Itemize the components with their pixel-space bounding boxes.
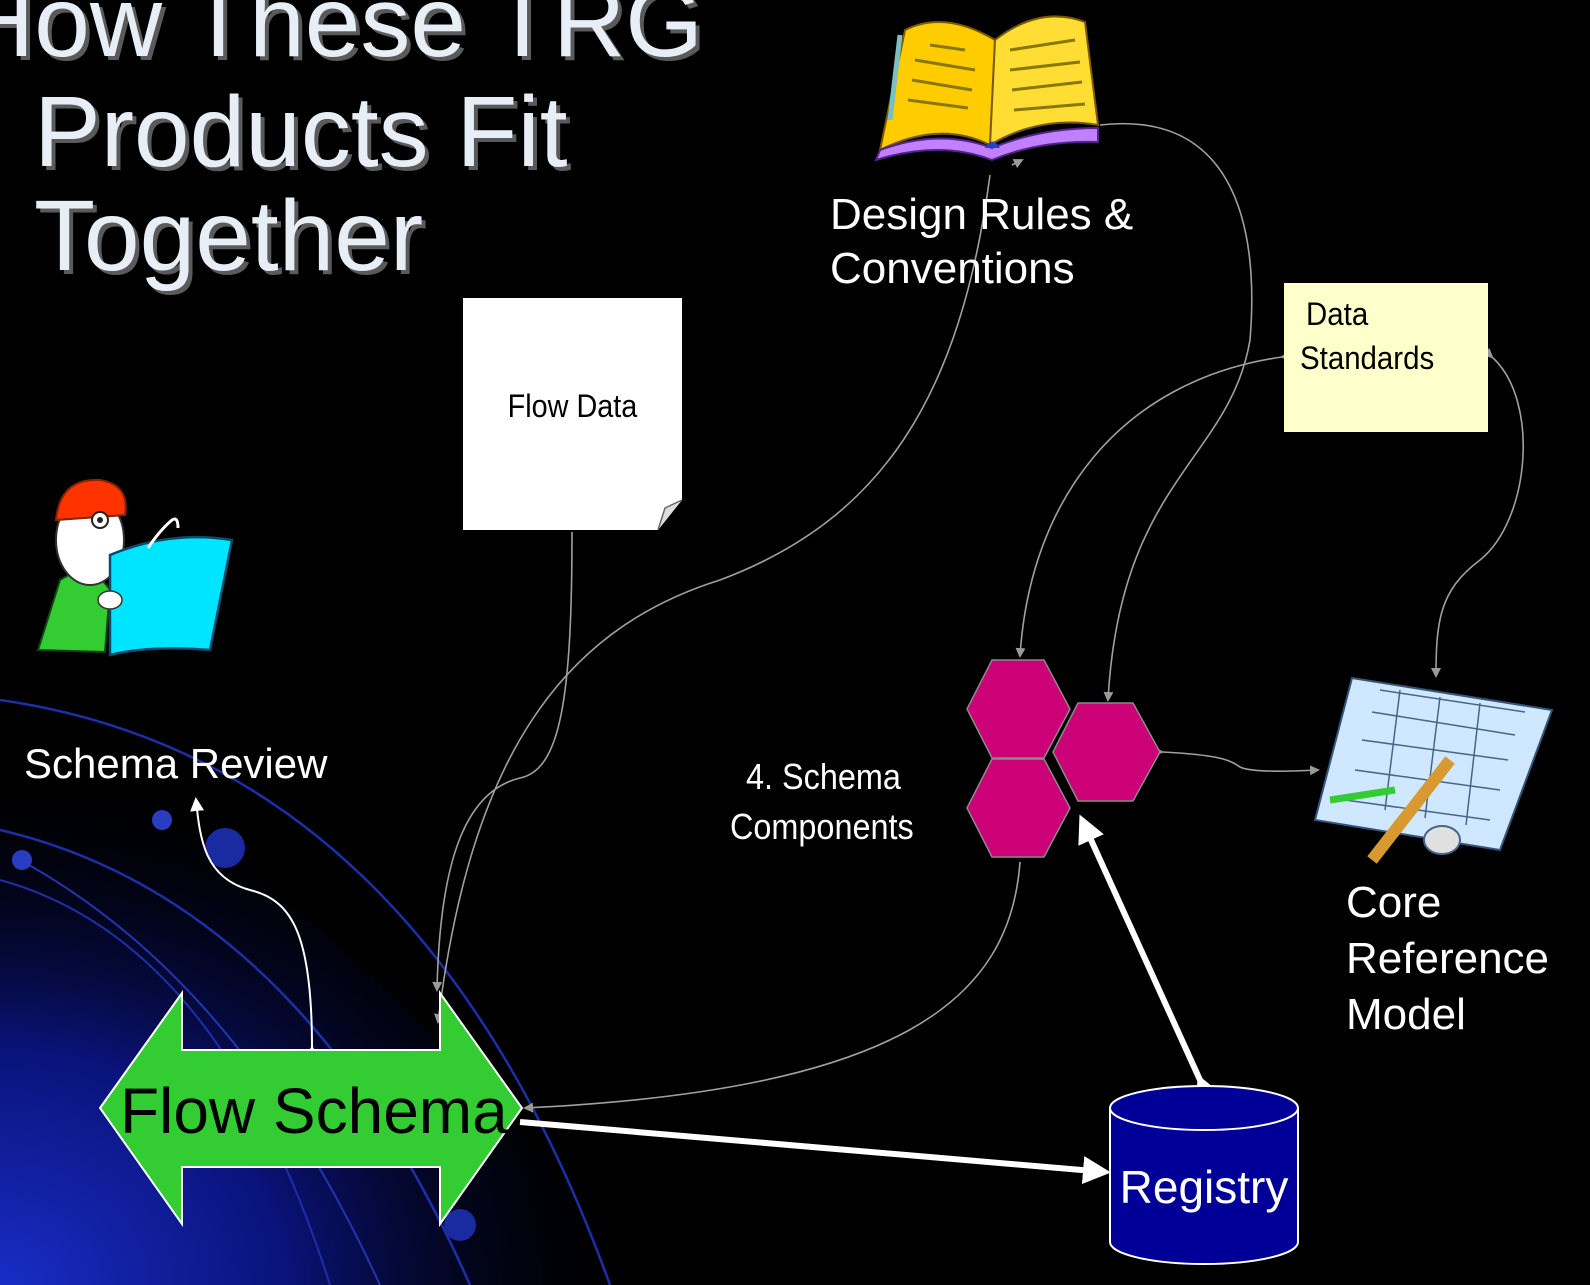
design-rules-label-line-2: Conventions (830, 244, 1075, 293)
core-reference-model-label-line-2: Reference (1346, 934, 1550, 983)
connector-rules-arrowhead (1011, 159, 1024, 169)
registry-label: Registry (1119, 1161, 1289, 1213)
flow-data-label: Flow Data (507, 388, 638, 424)
slide-title-line-2: Products Fit (34, 76, 568, 188)
connector-flowdata-to-flowschema (432, 531, 573, 992)
connector-review-to-flowschema (190, 797, 320, 1060)
data-standards-note[interactable] (1284, 283, 1488, 432)
flow-schema-label: Flow Schema (120, 1075, 508, 1147)
data-standards-label-line-1: Data (1306, 296, 1369, 332)
schema-components-label-line-2: Components (730, 806, 914, 847)
connector-registry-to-components (1078, 814, 1222, 1106)
registry-cylinder[interactable] (1109, 1085, 1299, 1265)
design-rules-label-line-1: Design Rules & (830, 190, 1134, 239)
connector-components-to-flowschema (523, 861, 1021, 1113)
core-reference-model-label-line-3: Model (1346, 990, 1466, 1039)
flow-data-page-curl (657, 499, 683, 531)
core-reference-model-label-line-1: Core (1346, 878, 1442, 927)
open-book-icon (874, 15, 1100, 162)
flow-data-document[interactable] (463, 298, 682, 530)
data-standards-label-line-2: Standards (1300, 340, 1435, 376)
blueprint-drawing-icon (1313, 676, 1554, 864)
connector-standards-to-core (1431, 347, 1525, 678)
white-connectors (190, 797, 1222, 1185)
connector-rules-to-flowschema (434, 174, 991, 1024)
connector-standards-to-components (1015, 350, 1291, 658)
slide-title-line-1: How These TRG (0, 0, 704, 78)
connector-flowschema-to-registry (519, 1119, 1111, 1185)
connector-components-to-core (1153, 746, 1320, 776)
schema-components-hexagons[interactable] (966, 659, 1161, 858)
connectors (432, 122, 1525, 1113)
schema-review-label: Schema Review (24, 740, 328, 787)
slide-title-line-3: Together (34, 180, 424, 292)
reviewer-with-blueprint-icon (36, 478, 234, 657)
schema-components-label-line-1: 4. Schema (746, 756, 901, 797)
flow-schema-shape[interactable] (98, 989, 524, 1228)
